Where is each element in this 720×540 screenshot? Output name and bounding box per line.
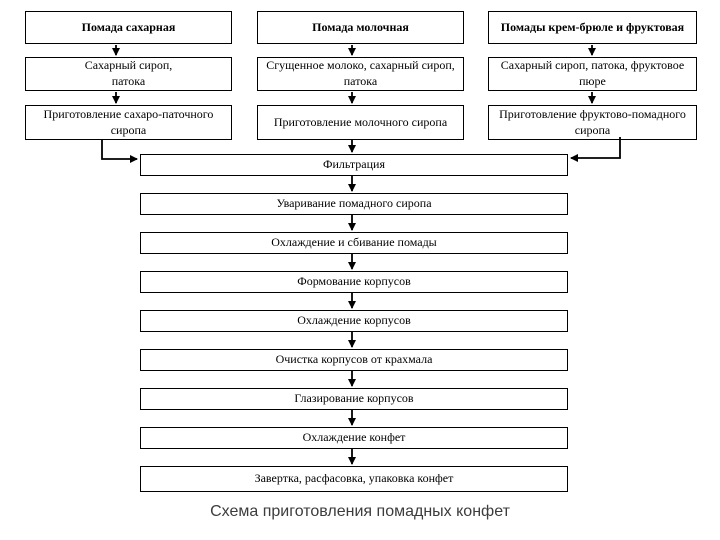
column-1-ingredients-box: Сахарный сироп, патока	[25, 57, 232, 91]
column-1-preparation-box: Приготовление сахаро-паточного сиропа	[25, 105, 232, 140]
step-box-cooling-candies: Охлаждение конфет	[140, 427, 568, 449]
diagram-caption: Схема приготовления помадных конфет	[210, 503, 510, 520]
column-1-header-box: Помада сахарная	[25, 11, 232, 44]
step-box-starch-cleaning: Очистка корпусов от крахмала	[140, 349, 568, 371]
column-2-header-box: Помада молочная	[257, 11, 464, 44]
step-box-cooling-whipping: Охлаждение и сбивание помады	[140, 232, 568, 254]
step-box-wrapping-packing: Завертка, расфасовка, упаковка конфет	[140, 466, 568, 492]
column-2-preparation-box: Приготовление молочного сиропа	[257, 105, 464, 140]
column-3-ingredients-box: Сахарный сироп, патока, фруктовое пюре	[488, 57, 697, 91]
step-box-glazing: Глазирование корпусов	[140, 388, 568, 410]
column-3-header-box: Помады крем-брюле и фруктовая	[488, 11, 697, 44]
step-box-boiling-syrup: Уваривание помадного сиропа	[140, 193, 568, 215]
step-box-forming-bodies: Формование корпусов	[140, 271, 568, 293]
arrow-col3-to-filtration	[570, 137, 621, 162]
column-2-ingredients-box: Сгущенное молоко, сахарный сироп, патока	[257, 57, 464, 91]
arrow-col1-to-filtration	[101, 140, 138, 163]
step-box-filtration: Фильтрация	[140, 154, 568, 176]
step-box-cooling-bodies: Охлаждение корпусов	[140, 310, 568, 332]
column-3-preparation-box: Приготовление фруктово-помадного сиропа	[488, 105, 697, 140]
